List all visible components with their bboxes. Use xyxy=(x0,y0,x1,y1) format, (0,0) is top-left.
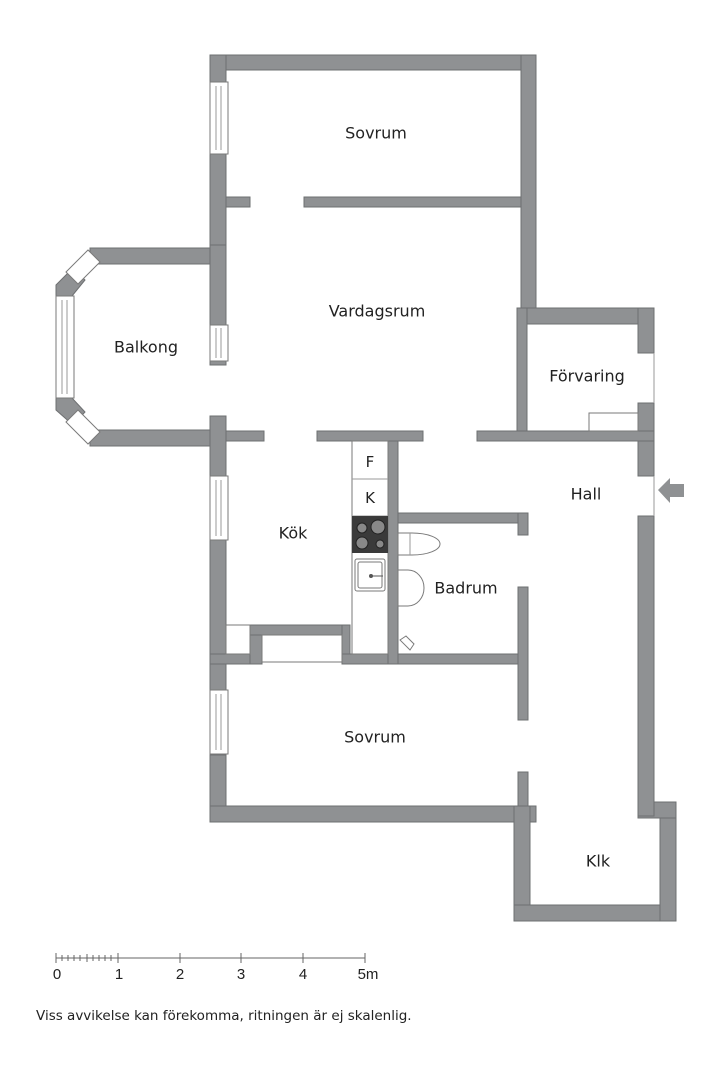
scale-tick-1: 1 xyxy=(114,966,124,983)
disclaimer-text: Viss avvikelse kan förekomma, ritningen … xyxy=(36,1008,412,1024)
windows xyxy=(55,81,655,755)
room-label-sovrum-top: Sovrum xyxy=(345,123,407,143)
room-label-klk: Klk xyxy=(585,851,611,871)
entrance-arrow-icon xyxy=(658,478,684,503)
walls xyxy=(55,54,677,922)
shower-icon xyxy=(399,635,415,651)
scale-tick-0: 0 xyxy=(52,966,62,983)
fridge-label: F xyxy=(365,453,375,471)
room-label-forvaring: Förvaring xyxy=(549,366,625,386)
bathroom-fixtures xyxy=(397,532,441,651)
scale-tick-3: 3 xyxy=(236,966,246,983)
scale-tick-4: 4 xyxy=(298,966,308,983)
scale-bar xyxy=(55,953,366,963)
room-label-kok: Kök xyxy=(278,523,308,543)
toilet-icon xyxy=(397,532,441,556)
room-label-balkong: Balkong xyxy=(113,337,179,357)
washbasin-icon xyxy=(397,569,425,607)
room-label-vardagsrum: Vardagsrum xyxy=(328,301,426,321)
scale-tick-5: 5m xyxy=(357,966,379,983)
room-label-badrum: Badrum xyxy=(434,578,498,598)
room-label-hall: Hall xyxy=(570,484,602,504)
scale-tick-2: 2 xyxy=(175,966,185,983)
freezer-label: K xyxy=(365,489,375,507)
kitchen-counter xyxy=(225,412,639,663)
room-label-sovrum-bottom: Sovrum xyxy=(344,727,406,747)
